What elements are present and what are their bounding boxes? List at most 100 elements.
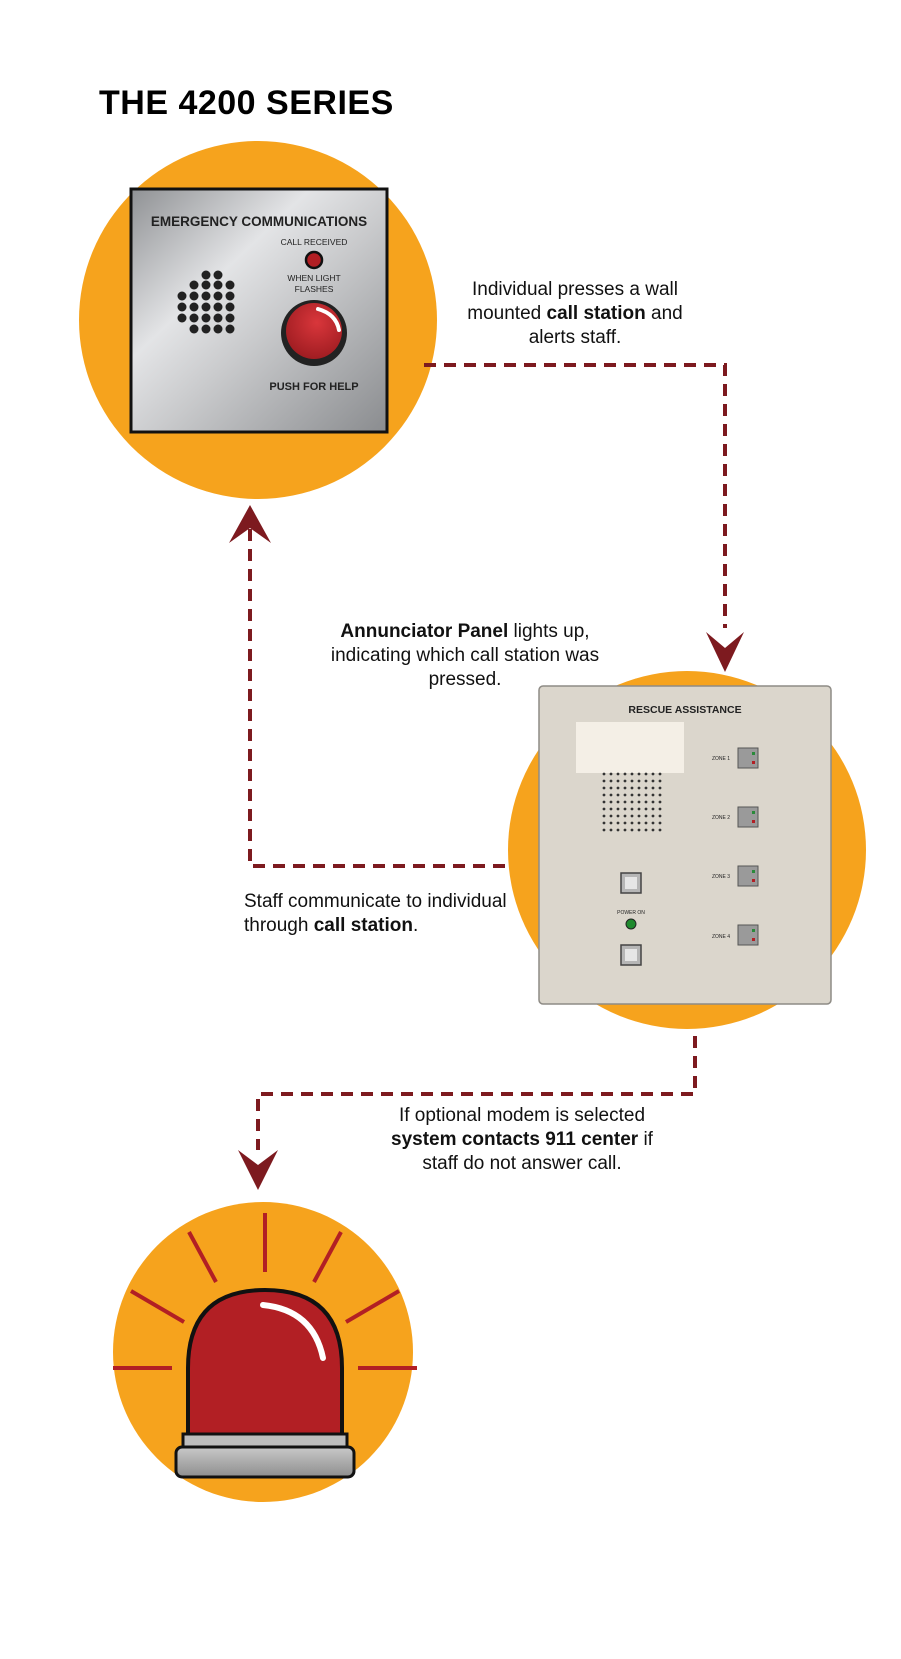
caption-step-4: If optional modem is selected system con… (372, 1104, 672, 1176)
speaker-dot (630, 772, 634, 776)
zone-1-switch-icon (737, 747, 759, 769)
arrow-head-down-panel (706, 632, 744, 672)
speaker-dot (609, 814, 613, 818)
speaker-dot (658, 807, 662, 811)
speaker-dot (644, 772, 648, 776)
speaker-dot (602, 793, 606, 797)
speaker-dot (616, 786, 620, 790)
emergency-beacon-icon (113, 1213, 417, 1479)
speaker-dot (616, 793, 620, 797)
arrow-head-down-beacon (238, 1150, 278, 1190)
speaker-dot (658, 828, 662, 832)
speaker-dot (630, 800, 634, 804)
zone-2-switch-icon (737, 806, 759, 828)
zone-2-label: ZONE 2 (712, 815, 730, 821)
zone-3-label: ZONE 3 (712, 874, 730, 880)
beacon-base (174, 1445, 356, 1479)
speaker-dot (644, 807, 648, 811)
arrow-to-beacon-line (256, 1036, 697, 1150)
speaker-dot (651, 786, 655, 790)
speaker-dot (616, 772, 620, 776)
speaker-dot (637, 786, 641, 790)
speaker-dot (637, 828, 641, 832)
speaker-dot (602, 772, 606, 776)
button-highlight (316, 307, 341, 332)
speaker-dot (644, 800, 648, 804)
speaker-dot (651, 828, 655, 832)
caption-step-1-tail: and alerts staff. (528, 303, 683, 348)
speaker-dot (651, 814, 655, 818)
call-received-light-icon (304, 250, 324, 270)
panel-display (576, 722, 684, 773)
speaker-dot (623, 821, 627, 825)
speaker-dot (630, 793, 634, 797)
zone-4-label: ZONE 4 (712, 934, 730, 940)
call-received-label: CALL RECEIVED (281, 237, 348, 247)
speaker-dot (637, 793, 641, 797)
speaker-dot (616, 814, 620, 818)
speaker-dot (637, 779, 641, 783)
speaker-dot (637, 807, 641, 811)
speaker-dot (623, 793, 627, 797)
call-station-plate (129, 187, 389, 434)
speaker-dot (616, 800, 620, 804)
caption-step-4-tail: if staff do not answer call. (422, 1129, 653, 1174)
speaker-dot (609, 772, 613, 776)
speaker-dot (637, 772, 641, 776)
speaker-dot (658, 821, 662, 825)
speaker-dot (630, 821, 634, 825)
call-station-heading: EMERGENCY COMMUNICATIONS (151, 214, 367, 229)
speaker-dot (623, 772, 627, 776)
beacon-dome (186, 1287, 344, 1440)
speaker-dot (623, 786, 627, 790)
push-for-help-label: PUSH FOR HELP (269, 381, 358, 393)
caption-step-2-bold: Annunciator Panel (340, 621, 509, 642)
caption-step-4-text: If optional modem is selected (398, 1105, 646, 1126)
page-title: THE 4200 SERIES (99, 84, 394, 122)
speaker-dot (630, 828, 634, 832)
speaker-dot (623, 828, 627, 832)
speaker-dot (658, 814, 662, 818)
caption-step-4-bold: system contacts 911 center (391, 1129, 639, 1150)
beacon-rays (113, 1213, 417, 1370)
speaker-dot (616, 779, 620, 783)
zone-1-label: ZONE 1 (712, 756, 730, 762)
speaker-dot (602, 786, 606, 790)
speaker-dot (602, 828, 606, 832)
speaker-dot (609, 800, 613, 804)
speaker-dot (602, 807, 606, 811)
speaker-dot (658, 793, 662, 797)
speaker-dot (602, 800, 606, 804)
speaker-dot (644, 779, 648, 783)
speaker-dot (630, 786, 634, 790)
speaker-dot (623, 814, 627, 818)
speaker-dot (609, 786, 613, 790)
speaker-dot (602, 779, 606, 783)
push-for-help-button (286, 303, 342, 359)
speaker-dot (644, 821, 648, 825)
panel-heading: RESCUE ASSISTANCE (628, 704, 741, 716)
speaker-dot (616, 807, 620, 811)
zone-4-switch-icon (737, 924, 759, 946)
speaker-dot (651, 821, 655, 825)
speaker-dot (651, 800, 655, 804)
speaker-dot (644, 814, 648, 818)
zone-list: ZONE 1 ZONE 2 ZONE 3 ZONE 4 (712, 747, 759, 946)
arrow-head-up-station (229, 505, 271, 543)
speaker-dot (651, 793, 655, 797)
speaker-dot (630, 779, 634, 783)
speaker-dot (658, 786, 662, 790)
caption-step-1: Individual presses a wall mounted call s… (450, 278, 700, 350)
speaker-dot (637, 821, 641, 825)
power-on-label: POWER ON (617, 910, 645, 916)
speaker-dot (651, 772, 655, 776)
speaker-grille-icon (177, 270, 235, 334)
caption-step-3-tail: . (412, 915, 419, 936)
speaker-dot (602, 814, 606, 818)
arrow-to-station-line (248, 528, 505, 868)
speaker-dot (658, 800, 662, 804)
caption-step-1-text: Individual presses a wall mounted (467, 279, 678, 324)
caption-step-1-bold: call station (546, 303, 646, 324)
speaker-dot (651, 779, 655, 783)
